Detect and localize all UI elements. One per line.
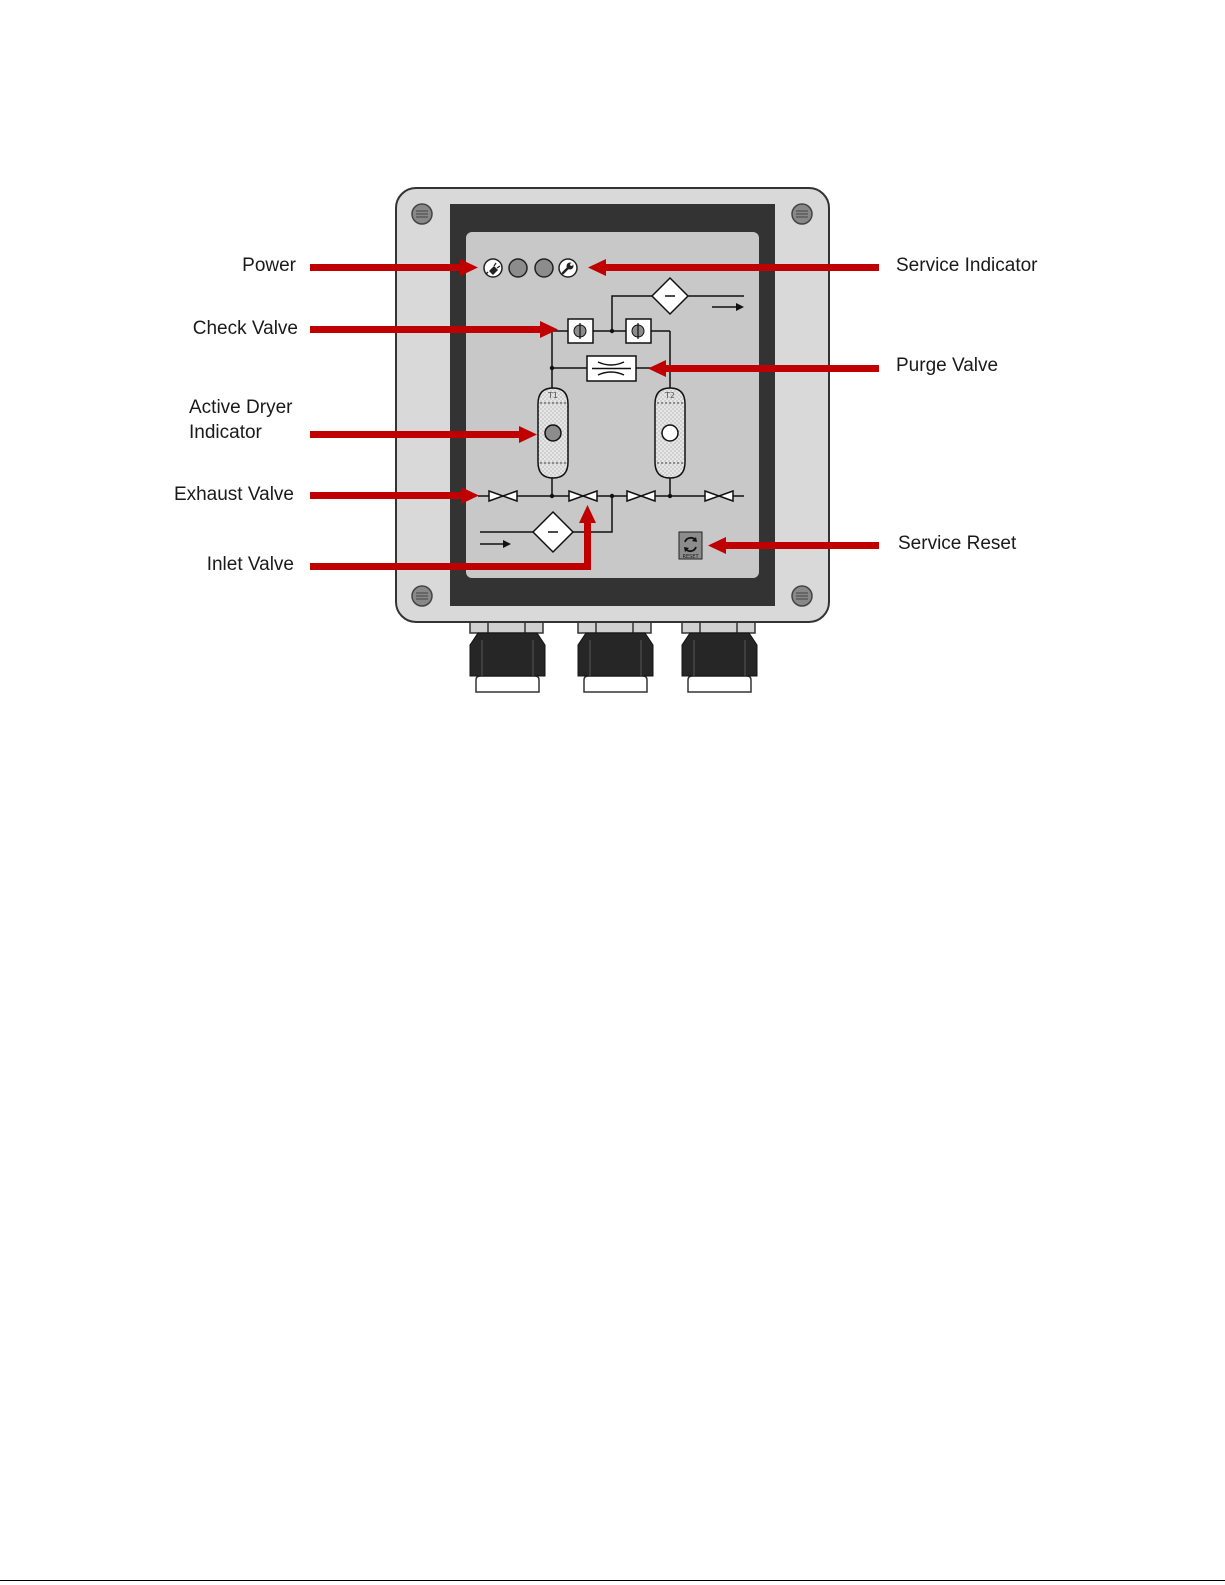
status-light-2 (535, 259, 553, 277)
cable-gland-left (470, 620, 545, 692)
callout-power: Power (242, 255, 297, 276)
callout-active-dryer-line2: Indicator (189, 422, 263, 443)
callout-service-reset: Service Reset (898, 533, 1017, 554)
callout-purge-valve: Purge Valve (896, 355, 998, 376)
cable-gland-right (682, 620, 757, 692)
tank-t1-label: T1 (547, 391, 558, 400)
screw-icon (412, 586, 432, 606)
status-light-1 (509, 259, 527, 277)
screw-icon (792, 586, 812, 606)
screw-icon (412, 204, 432, 224)
check-valve-right (626, 319, 651, 343)
callout-inlet-valve: Inlet Valve (207, 554, 294, 575)
screw-icon (792, 204, 812, 224)
callout-exhaust-valve: Exhaust Valve (174, 484, 294, 505)
cable-glands (470, 620, 757, 692)
tank-t2: T2 (655, 388, 685, 478)
service-reset-button[interactable]: RESET (679, 532, 702, 560)
page-bottom-rule (0, 1580, 1225, 1581)
check-valve-left (568, 319, 593, 343)
purge-valve (587, 356, 636, 381)
active-dryer-light-t1 (545, 425, 561, 441)
callout-service-indicator: Service Indicator (896, 255, 1038, 276)
active-dryer-light-t2 (662, 425, 678, 441)
tank-t1: T1 (538, 388, 568, 478)
cable-gland-middle (578, 620, 653, 692)
callout-active-dryer-line1: Active Dryer (189, 397, 293, 418)
reset-button-label: RESET (682, 554, 699, 560)
power-indicator (484, 259, 502, 277)
service-indicator (559, 259, 577, 277)
tank-t2-label: T2 (664, 391, 675, 400)
callout-check-valve: Check Valve (193, 318, 298, 339)
